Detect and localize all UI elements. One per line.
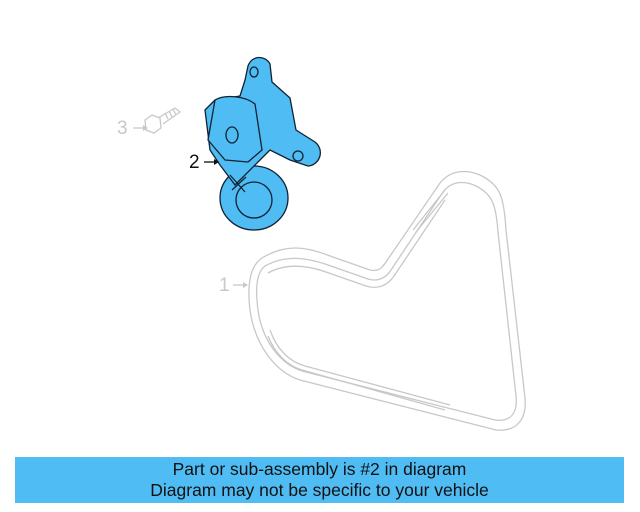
banner-line-2: Diagram may not be specific to your vehi…	[150, 480, 489, 500]
tensioner-part-2[interactable]	[204, 56, 321, 231]
leader-arrows	[133, 125, 248, 288]
bolt-part-3[interactable]	[144, 107, 182, 134]
callout-1[interactable]: 1	[219, 275, 230, 296]
callout-2[interactable]: 2	[189, 152, 200, 173]
banner-line-1: Part or sub-assembly is #2 in diagram	[172, 459, 467, 479]
belt-part-1[interactable]	[248, 170, 526, 431]
callout-3[interactable]: 3	[117, 118, 128, 139]
info-banner: Part or sub-assembly is #2 in diagram Di…	[15, 457, 624, 503]
parts-diagram	[133, 56, 526, 431]
